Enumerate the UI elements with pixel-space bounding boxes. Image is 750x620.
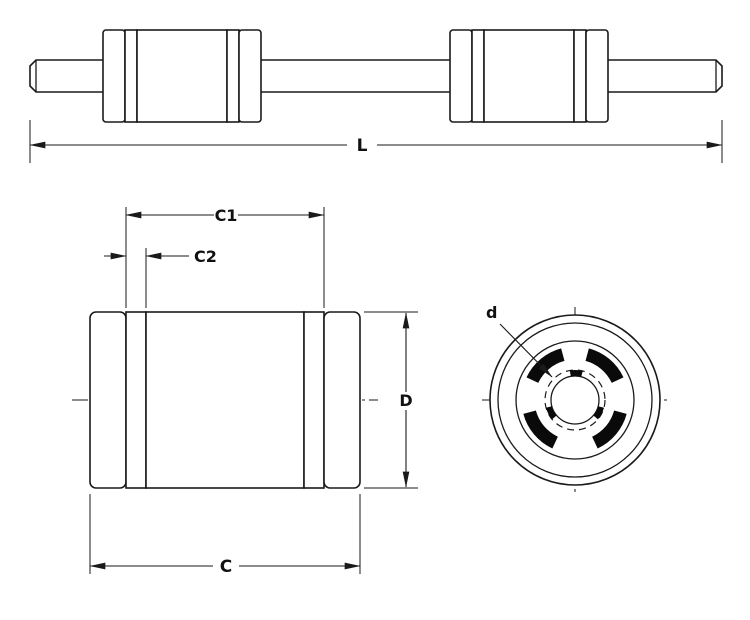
bore-ball-lower-left (546, 406, 557, 420)
bore-ball-top (569, 370, 583, 377)
end-chamfer-circle (497, 322, 653, 478)
bearing-left (102, 29, 262, 123)
bore-dashed-circle (544, 369, 606, 431)
bearing-right (449, 29, 609, 123)
dimension-c1: C1 (125, 206, 325, 308)
label-d-outer: D (399, 391, 412, 410)
bearing-end-view: d (482, 303, 668, 493)
bore-ball-lower-right (593, 406, 604, 420)
ball-track-upper-right (585, 348, 624, 384)
assembly-top-view: L (29, 29, 723, 163)
ball-track-lower-right (591, 410, 627, 449)
dimension-d: D (364, 311, 418, 489)
label-c1: C1 (215, 206, 238, 225)
label-overall-length: L (357, 136, 368, 156)
dimension-overall-length: L (29, 120, 723, 163)
bearing-left-body (136, 29, 228, 123)
side-cap-right (323, 311, 361, 489)
label-bore-d: d (486, 303, 497, 322)
bearing-side-view: C1 C2 D C (72, 206, 418, 577)
side-cap-left (89, 311, 127, 489)
bearing-left-groove-b (226, 29, 240, 123)
bore-circle (550, 375, 600, 425)
end-sleeve-circle (515, 340, 635, 460)
label-c2: C2 (194, 247, 217, 266)
bearing-right-groove-b (573, 29, 587, 123)
ball-track-lower-left (523, 410, 559, 449)
side-groove-right (303, 311, 325, 489)
bearing-left-groove-a (124, 29, 138, 123)
side-groove-left (125, 311, 147, 489)
bore-leader-line (499, 323, 553, 378)
bearing-left-cap-outer (102, 29, 126, 123)
callout-bore-diameter: d (486, 303, 553, 378)
bearing-right-groove-a (471, 29, 485, 123)
label-c: C (220, 557, 232, 577)
bearing-left-cap-inner (238, 29, 262, 123)
side-body (145, 311, 305, 489)
dimension-c: C (89, 494, 361, 577)
bearing-right-cap-outer (449, 29, 473, 123)
bearing-right-body (483, 29, 575, 123)
dimension-c2: C2 (104, 247, 217, 308)
bearing-right-cap-inner (585, 29, 609, 123)
